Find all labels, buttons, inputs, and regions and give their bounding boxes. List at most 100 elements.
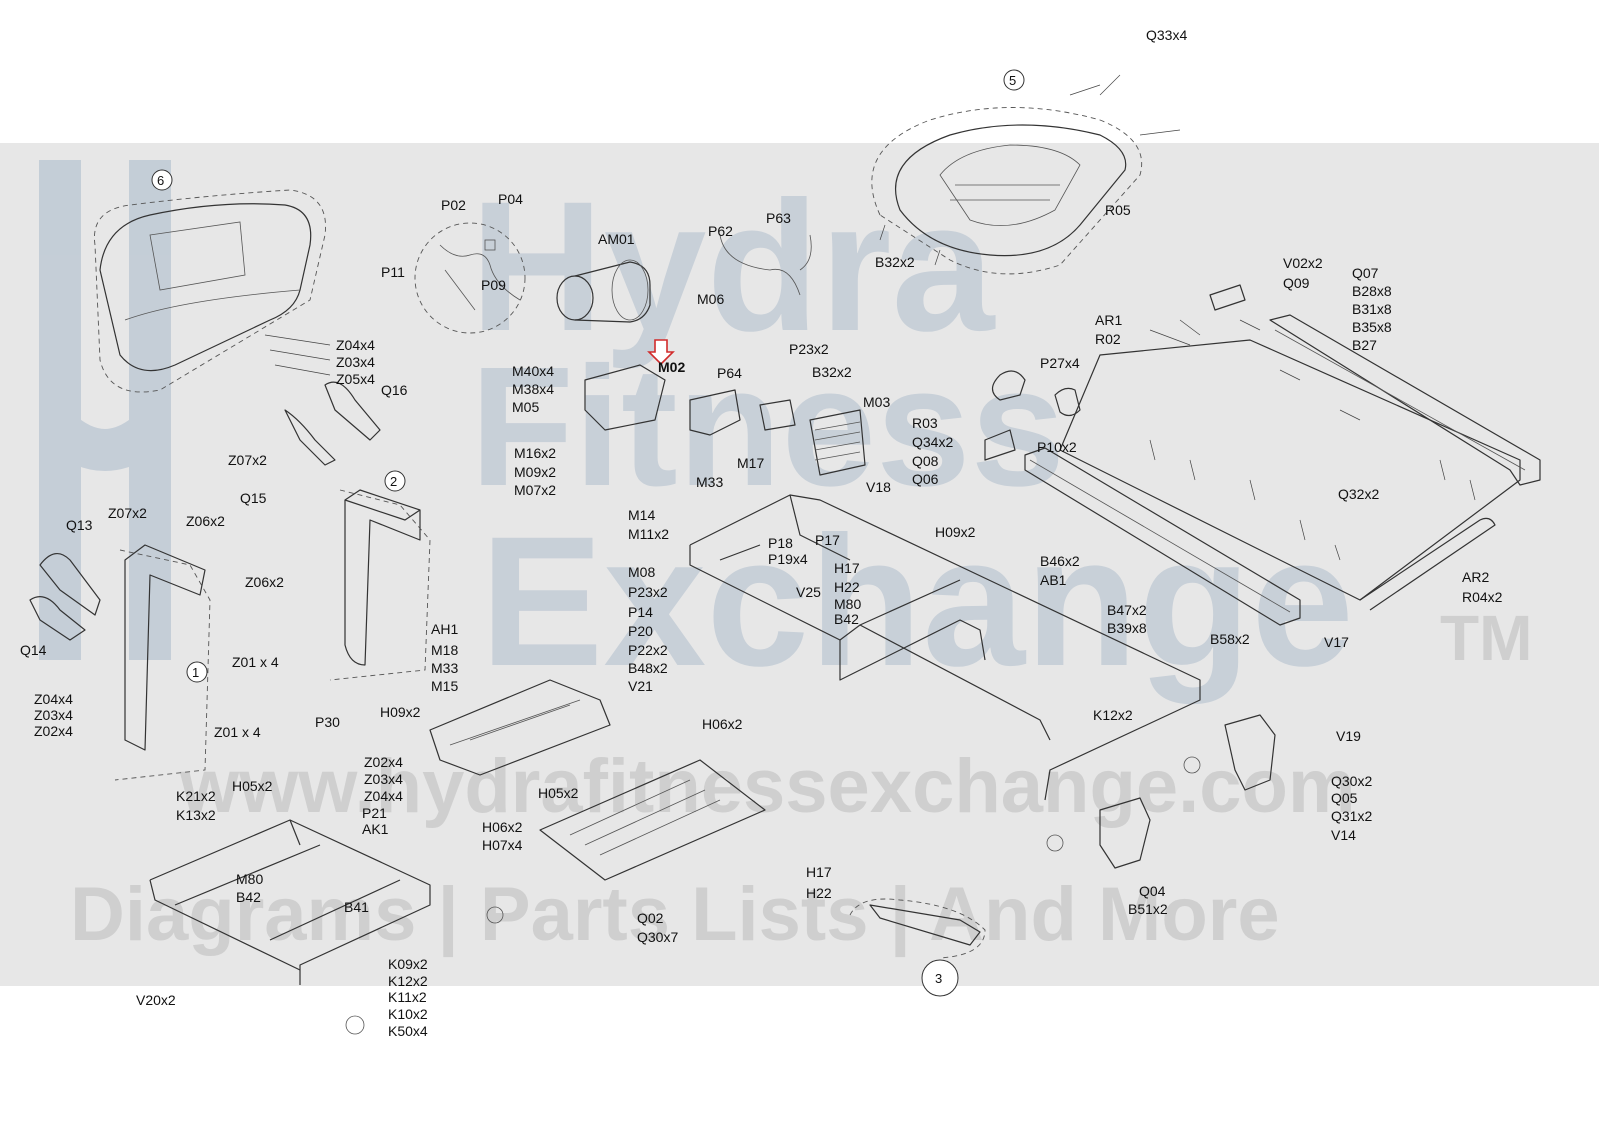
upright-drawing: [29, 381, 431, 781]
part-label: P64: [717, 365, 742, 381]
part-label: H07x4: [482, 837, 523, 853]
part-label: M17: [737, 455, 764, 471]
part-label: Q30x2: [1331, 773, 1372, 789]
assembly-callout-3: [921, 959, 959, 997]
part-label: AM01: [598, 231, 635, 247]
part-label: Q02: [637, 910, 664, 926]
assembly-number-2: 2: [390, 474, 397, 489]
part-label: H09x2: [935, 524, 976, 540]
part-label: K21x2: [176, 788, 216, 804]
part-label: B41: [344, 899, 369, 915]
part-label: P10x2: [1037, 439, 1077, 455]
highlighted-part-label: M02: [658, 359, 685, 375]
part-label: Z04x4: [364, 788, 403, 804]
watermark-trademark: TM: [1440, 602, 1532, 674]
part-label: V19: [1336, 728, 1361, 744]
part-label: Q13: [66, 517, 93, 533]
part-label: Q09: [1283, 275, 1310, 291]
part-label: K11x2: [388, 989, 427, 1005]
assembly-callout-5: [1003, 69, 1025, 91]
watermark-line-1: Hydra: [470, 164, 996, 370]
part-label: M14: [628, 507, 655, 523]
part-label: Z01 x 4: [214, 724, 261, 740]
part-label: AR1: [1095, 312, 1122, 328]
part-label: P20: [628, 623, 653, 639]
part-label: P11: [381, 264, 405, 280]
part-label: B32x2: [812, 364, 852, 380]
part-label: K50x4: [388, 1023, 428, 1039]
part-label: H05x2: [538, 785, 579, 801]
part-label: B46x2: [1040, 553, 1080, 569]
part-label: Q34x2: [912, 434, 953, 450]
motor-hood-drawing: [871, 69, 1181, 275]
part-label: Q16: [381, 382, 408, 398]
part-label: Q07: [1352, 265, 1379, 281]
part-label: B48x2: [628, 660, 668, 676]
part-label: B39x8: [1107, 620, 1147, 636]
part-label: Z02x4: [34, 723, 73, 739]
part-label: P30: [315, 714, 340, 730]
part-label: H06x2: [482, 819, 523, 835]
part-label: Z04x4: [34, 691, 73, 707]
part-label: P09: [481, 277, 506, 293]
part-label: Z05x4: [336, 371, 375, 387]
assembly-callout-2: [384, 470, 406, 492]
part-label: M16x2: [514, 445, 556, 461]
part-label: P14: [628, 604, 653, 620]
part-label: H09x2: [380, 704, 421, 720]
part-label: V25: [796, 584, 821, 600]
assembly-number-1: 1: [192, 665, 199, 680]
part-label: Q14: [20, 642, 47, 658]
part-label: K12x2: [388, 973, 428, 989]
part-label: Z06x2: [186, 513, 225, 529]
assembly-number-5: 5: [1009, 73, 1016, 88]
part-label: M38x4: [512, 381, 554, 397]
part-label: K12x2: [1093, 707, 1133, 723]
watermark-line-2: Fitness: [470, 332, 1065, 522]
part-label: M33: [696, 474, 723, 490]
part-label: Z02x4: [364, 754, 403, 770]
part-label: Z01 x 4: [232, 654, 279, 670]
part-label: Q08: [912, 453, 939, 469]
part-label: M08: [628, 564, 655, 580]
part-label: P02: [441, 197, 466, 213]
part-label: V17: [1324, 634, 1349, 650]
part-label: R02: [1095, 331, 1121, 347]
part-label: R04x2: [1462, 589, 1503, 605]
part-label: P63: [766, 210, 791, 226]
part-label: P21: [362, 805, 387, 821]
part-label: Q33x4: [1146, 27, 1187, 43]
part-label: B31x8: [1352, 301, 1392, 317]
part-label: Z07x2: [228, 452, 267, 468]
part-label: M09x2: [514, 464, 556, 480]
part-label: Z03x4: [364, 771, 403, 787]
part-label: R05: [1105, 202, 1131, 218]
base-drawing: [149, 679, 1276, 1035]
part-label: M07x2: [514, 482, 556, 498]
part-label: Z03x4: [34, 707, 73, 723]
frame-drawing: [689, 494, 1201, 801]
wiring-detail: [414, 222, 812, 334]
part-label: H06x2: [702, 716, 743, 732]
part-label: B27: [1352, 337, 1377, 353]
watermark-tagline: Diagrams | Parts Lists | And More: [70, 872, 1280, 958]
part-label: P23x2: [789, 341, 829, 357]
part-label: K10x2: [388, 1006, 428, 1022]
part-label: Z03x4: [336, 354, 375, 370]
part-label: H17: [834, 560, 860, 576]
part-label: M11x2: [628, 526, 669, 542]
motor-drawing: [556, 259, 866, 476]
part-label: M06: [697, 291, 724, 307]
part-label: K13x2: [176, 807, 216, 823]
part-label: V18: [866, 479, 891, 495]
part-label: V21: [628, 678, 653, 694]
part-label: P18: [768, 535, 793, 551]
part-label: Q05: [1331, 790, 1358, 806]
deck-drawing: [984, 284, 1541, 626]
part-label: Z06x2: [245, 574, 284, 590]
watermark-logo-mark: [39, 160, 171, 660]
watermark-band: [0, 143, 1599, 986]
